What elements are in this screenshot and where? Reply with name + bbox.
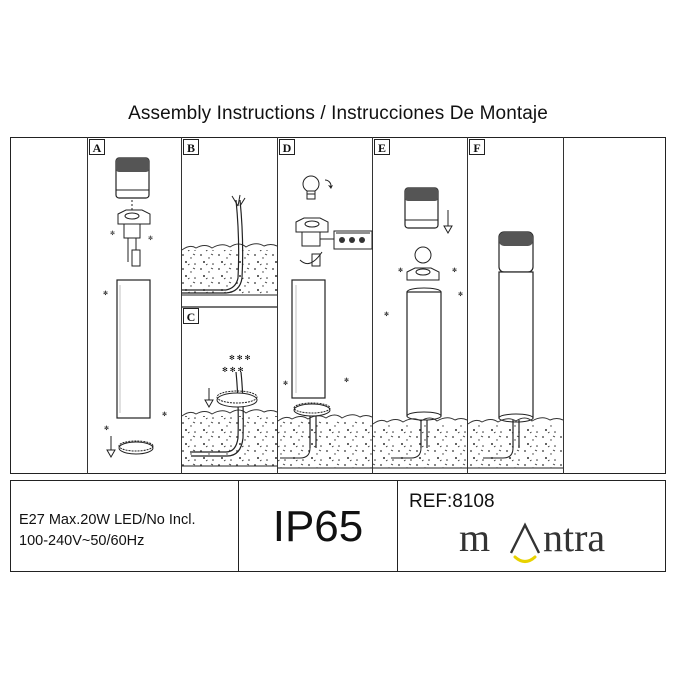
base-plate-icon [118,440,154,455]
step-b-illustration [181,194,278,308]
panel-divider [181,137,182,474]
ground-stake-icon [391,420,428,459]
ip-rating: IP65 [238,481,398,571]
assembly-diagram-sheet [10,137,666,474]
step-label-f: F [469,139,485,155]
mounting-bracket-icon [117,209,151,267]
svg-text:✻ ✻ ✻: ✻ ✻ ✻ [229,354,251,362]
logo-a-icon [509,522,541,554]
lamp-tube-icon [116,279,151,419]
down-arrow-icon [106,436,116,459]
svg-text:✻: ✻ [283,380,288,387]
step-label-d: D [279,139,295,155]
step-label-a: A [89,139,105,155]
step-a-illustration: ✻ ✻ ✻ ✻ ✻ [103,157,167,459]
svg-text:✻: ✻ [384,311,389,318]
lamp-tube-icon [291,279,326,399]
screws-icon: ✻ ✻ ✻ ✻ ✻ ✻ [222,354,251,374]
svg-text:✻: ✻ [452,267,457,274]
panel-divider [87,137,88,474]
lamp-head-icon [404,187,439,229]
panel-divider [467,137,468,474]
svg-text:✻: ✻ [104,425,109,432]
svg-text:✻: ✻ [458,291,463,298]
logo-smile-icon [513,555,537,563]
step-label-b: B [183,139,199,155]
svg-text:✻: ✻ [398,267,403,274]
step-e-illustration: ✻ ✻ ✻ ✻ [372,187,468,469]
step-label-e: E [374,139,390,155]
light-bulb-icon [302,175,333,200]
logo-text-ntra: ntra [543,517,605,560]
mantra-logo-icon: m ntra [459,517,605,563]
svg-text:✻: ✻ [344,377,349,384]
lamp-tube-icon [406,287,442,421]
svg-text:✻: ✻ [103,290,108,297]
terminal-block-icon [333,230,373,250]
ground-stake-icon [280,416,317,459]
down-arrow-icon [204,388,214,409]
product-reference: REF:8108 [409,491,495,512]
step-d-illustration: ✻ ✻ [277,175,373,469]
electrical-specs: E27 Max.20W LED/No Incl. 100-240V~50/60H… [11,481,238,571]
down-arrow-icon [443,210,453,235]
product-info-box: E27 Max.20W LED/No Incl. 100-240V~50/60H… [10,480,666,572]
assembled-bollard-icon [498,231,534,423]
svg-text:✻ ✻ ✻: ✻ ✻ ✻ [222,366,244,374]
svg-text:✻: ✻ [162,411,167,418]
mounting-bracket-icon [406,267,440,281]
panel-divider [372,137,373,474]
logo-text-m: m [459,517,490,560]
panel-divider [563,137,564,474]
light-bulb-icon [414,246,432,264]
panel-divider [277,137,278,474]
cable-icon [182,194,246,294]
spec-line-voltage: 100-240V~50/60Hz [19,533,145,549]
page-title: Assembly Instructions / Instrucciones De… [128,103,548,124]
svg-text:✻: ✻ [148,235,153,242]
step-c-illustration: ✻ ✻ ✻ ✻ ✻ ✻ [181,354,278,467]
svg-text:✻: ✻ [110,230,115,237]
lamp-head-icon [115,157,150,199]
base-plate-icon [216,390,258,408]
step-f-illustration [467,231,564,469]
cable-icon [190,371,244,457]
base-plate-icon [293,402,331,417]
spec-line-power: E27 Max.20W LED/No Incl. [19,512,196,528]
ground-stake-icon [483,420,520,459]
step-label-c: C [183,308,199,324]
